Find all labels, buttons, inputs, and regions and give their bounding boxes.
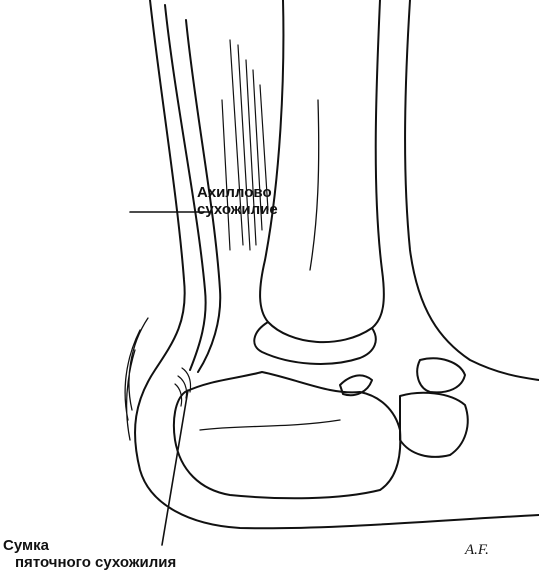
tibia-left-edge [260, 0, 283, 322]
achilles-tendon-label-line2: сухожилие [197, 201, 278, 218]
talus-dome [254, 322, 375, 364]
tibia-right-edge [372, 0, 384, 328]
artist-signature: A.F. [465, 542, 489, 559]
achilles-tendon-label-line1: Ахиллово [197, 184, 272, 201]
achilles-hatching [222, 40, 268, 250]
leg-outline-front [405, 0, 539, 380]
bursa-label-line1: Сумка [3, 537, 49, 554]
tibia-shaft-line [310, 100, 319, 270]
bursa-label-line2: пяточного сухожилия [15, 554, 176, 571]
leg-outline-back [135, 0, 539, 528]
bursa-label: Сумка пяточного сухожилия [3, 537, 176, 571]
cuboid [417, 358, 465, 392]
calcaneus-inner-line [200, 420, 340, 430]
calcaneus [174, 372, 400, 498]
bursa-hatching [175, 368, 191, 406]
achilles-tendon-label: Ахиллово сухожилие [197, 184, 278, 218]
navicular [400, 393, 468, 457]
